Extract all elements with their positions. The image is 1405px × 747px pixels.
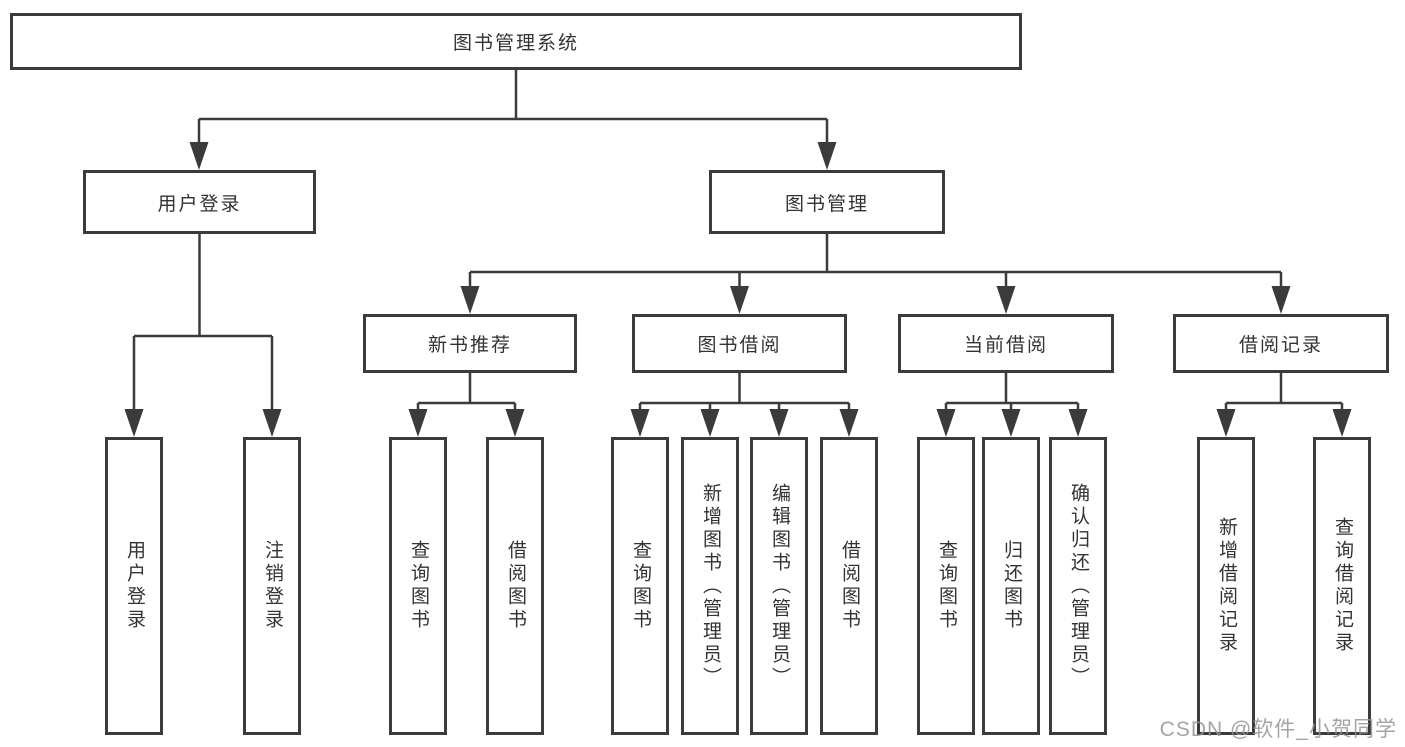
node-label: 新增图书（管理员）	[699, 482, 721, 690]
node-label: 注销登录	[261, 540, 283, 632]
arrow-down-icon	[996, 286, 1016, 314]
node-label: 借阅图书	[504, 540, 526, 632]
node-leaf-user-login: 用户登录	[105, 437, 163, 735]
node-book-borrowing: 图书借阅	[632, 314, 847, 373]
node-label: 图书借阅	[697, 335, 782, 356]
arrow-down-icon	[1001, 409, 1021, 437]
node-user-login: 用户登录	[83, 170, 316, 234]
node-label: 借阅图书	[838, 540, 860, 632]
node-label: 新书推荐	[427, 335, 512, 356]
node-label: 图书管理	[784, 193, 869, 215]
arrow-down-icon	[817, 142, 837, 170]
node-leaf-query-borrow-record: 查询借阅记录	[1313, 437, 1371, 735]
node-leaf-query-books-recommend: 查询图书	[389, 437, 447, 735]
node-leaf-query-books-current: 查询图书	[917, 437, 975, 735]
connector-user-login-branch	[132, 234, 274, 411]
arrow-down-icon	[630, 409, 650, 437]
node-new-book-recommendation: 新书推荐	[363, 314, 577, 373]
arrow-down-icon	[408, 409, 428, 437]
node-leaf-borrow-books-recommend: 借阅图书	[486, 437, 544, 735]
connector-new-book-branch	[416, 373, 517, 411]
arrow-down-icon	[769, 409, 789, 437]
arrow-down-icon	[1271, 286, 1291, 314]
node-leaf-edit-book-admin: 编辑图书（管理员）	[750, 437, 808, 735]
arrow-down-icon	[1068, 409, 1088, 437]
arrow-down-icon	[189, 142, 209, 170]
node-label: 查询图书	[935, 540, 957, 632]
node-label: 归还图书	[1000, 540, 1022, 632]
node-label: 用户登录	[123, 540, 145, 632]
arrow-down-icon	[730, 286, 749, 314]
arrow-down-icon	[505, 409, 525, 437]
node-book-management: 图书管理	[709, 170, 945, 234]
node-label: 图书管理系统	[452, 33, 579, 54]
node-leaf-query-books-borrowing: 查询图书	[611, 437, 669, 735]
arrow-down-icon	[1332, 409, 1352, 437]
watermark: CSDN @软件_小贺同学	[1159, 718, 1397, 741]
arrow-down-icon	[936, 409, 956, 437]
arrow-down-icon	[460, 286, 480, 314]
node-label: 当前借阅	[963, 335, 1048, 356]
node-label: 借阅记录	[1238, 335, 1323, 356]
connector-book-management-branch	[468, 234, 1283, 288]
node-label: 用户登录	[157, 193, 242, 215]
node-leaf-logout: 注销登录	[243, 437, 301, 735]
node-label: 新增借阅记录	[1215, 517, 1237, 655]
arrow-down-icon	[262, 409, 282, 437]
node-leaf-add-borrow-record: 新增借阅记录	[1197, 437, 1255, 735]
node-leaf-return-books: 归还图书	[982, 437, 1040, 735]
node-label: 查询图书	[629, 540, 651, 632]
node-leaf-add-book-admin: 新增图书（管理员）	[681, 437, 739, 735]
node-label: 编辑图书（管理员）	[768, 482, 790, 690]
node-label: 查询图书	[407, 540, 429, 632]
connector-root-branch	[197, 70, 829, 144]
arrow-down-icon	[700, 409, 720, 437]
node-label: 确认归还（管理员）	[1067, 482, 1089, 690]
arrow-down-icon	[839, 409, 859, 437]
node-library-management-system: 图书管理系统	[10, 13, 1022, 70]
connector-borrowing-records-branch	[1224, 373, 1344, 411]
connector-current-borrowing-branch	[944, 373, 1080, 411]
arrow-down-icons	[124, 142, 1352, 437]
arrow-down-icon	[1216, 409, 1236, 437]
node-label: 查询借阅记录	[1331, 517, 1353, 655]
node-borrowing-records: 借阅记录	[1173, 314, 1389, 373]
node-leaf-borrow-books-borrowing: 借阅图书	[820, 437, 878, 735]
arrow-down-icon	[124, 409, 144, 437]
node-current-borrowing: 当前借阅	[898, 314, 1114, 373]
connector-book-borrowing-branch	[638, 373, 851, 411]
node-leaf-confirm-return-admin: 确认归还（管理员）	[1049, 437, 1107, 735]
